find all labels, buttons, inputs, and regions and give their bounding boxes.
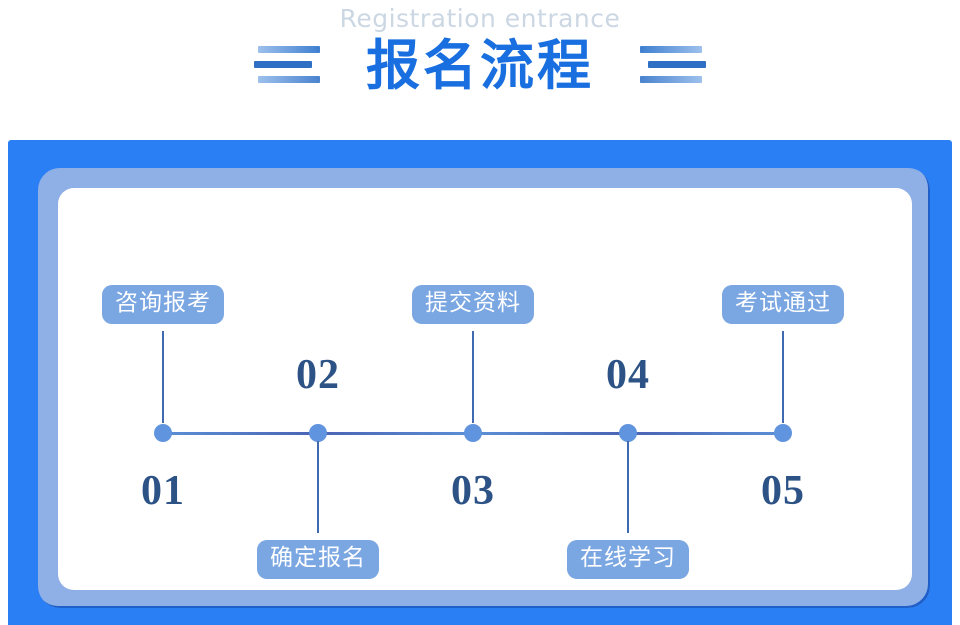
timeline-dot-icon <box>154 424 172 442</box>
page-header: Registration entrance 报名流程 <box>0 0 960 138</box>
step-number-4: 04 <box>606 352 650 398</box>
step-number-1: 01 <box>141 468 185 514</box>
flow-timeline: 咨询报考 01 确定报名 02 提交资料 <box>58 188 912 590</box>
timeline-connector <box>627 441 629 533</box>
step-label-5[interactable]: 考试通过 <box>722 285 844 324</box>
step-label-4[interactable]: 在线学习 <box>567 540 689 579</box>
timeline-dot-icon <box>774 424 792 442</box>
triple-line-left-icon <box>246 40 320 92</box>
triple-line-right-icon <box>640 40 714 92</box>
step-number-3: 03 <box>451 468 495 514</box>
header-title-row: 报名流程 <box>0 30 960 102</box>
step-number-2: 02 <box>296 352 340 398</box>
flow-card: 咨询报考 01 确定报名 02 提交资料 <box>58 188 912 590</box>
flow-frame-inner: 咨询报考 01 确定报名 02 提交资料 <box>38 168 930 608</box>
step-number-5: 05 <box>761 468 805 514</box>
timeline-dot-icon <box>619 424 637 442</box>
timeline-dot-icon <box>309 424 327 442</box>
timeline-connector <box>317 441 319 533</box>
page-title: 报名流程 <box>366 34 594 97</box>
timeline-dot-icon <box>464 424 482 442</box>
header-subtitle: Registration entrance <box>339 4 621 33</box>
flow-frame-outer: 咨询报考 01 确定报名 02 提交资料 <box>8 140 952 625</box>
step-label-1[interactable]: 咨询报考 <box>102 285 224 324</box>
step-label-2[interactable]: 确定报名 <box>257 540 379 579</box>
timeline-connector <box>472 331 474 423</box>
timeline-connector <box>162 331 164 423</box>
timeline-connector <box>782 331 784 423</box>
step-label-3[interactable]: 提交资料 <box>412 285 534 324</box>
